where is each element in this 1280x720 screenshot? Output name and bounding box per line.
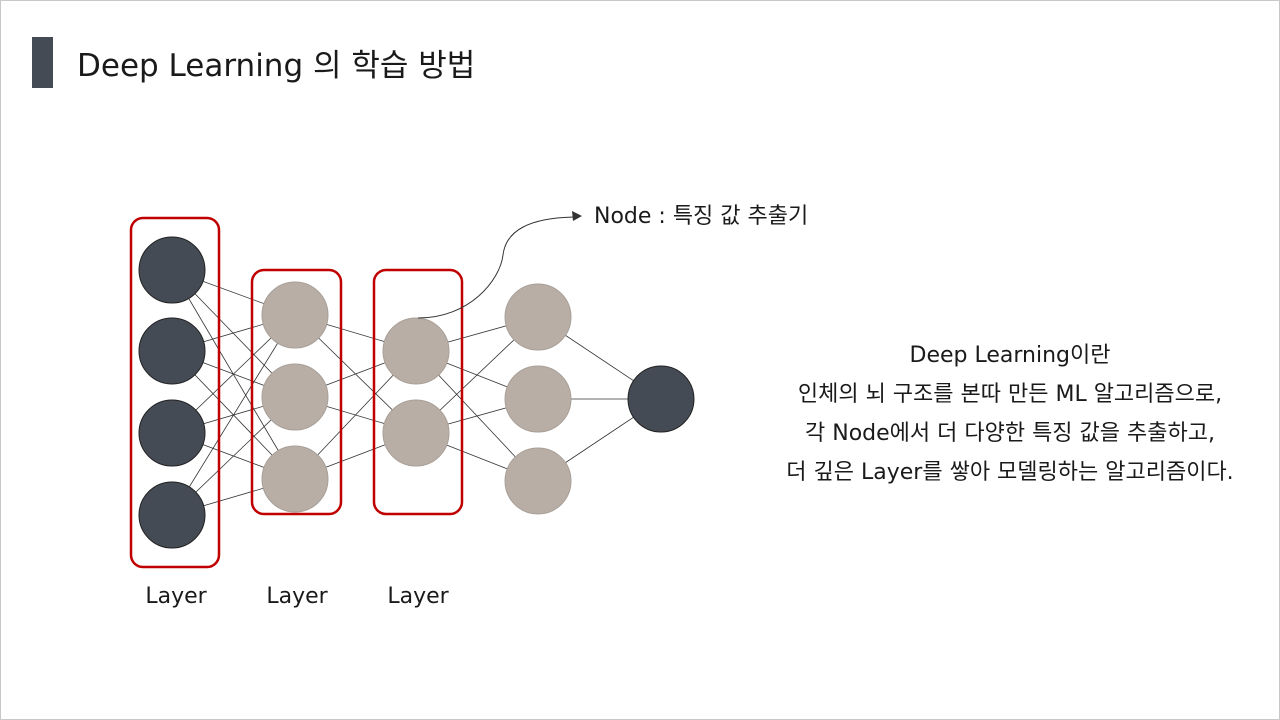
node-annotation-arrow [417, 216, 575, 319]
hidden-node [382, 399, 450, 467]
network-nodes [138, 236, 695, 549]
title-accent-bar [32, 37, 53, 88]
layer-box-2 [250, 268, 343, 516]
network-edges [171, 269, 662, 516]
description-text: Deep Learning이란 인체의 뇌 구조를 본따 만든 ML 알고리즘으… [740, 336, 1280, 492]
hidden-node [261, 445, 329, 513]
layer-box-1 [129, 216, 221, 569]
output-node [627, 365, 695, 433]
description-line-2: 인체의 뇌 구조를 본따 만든 ML 알고리즘으로, [797, 382, 1223, 407]
hidden-node [261, 363, 329, 431]
description-line-4: 더 깊은 Layer를 쌓아 모델링하는 알고리즘이다. [786, 460, 1234, 485]
input-node [138, 481, 206, 549]
hidden-node [504, 365, 572, 433]
layer-label-3: Layer [387, 584, 449, 609]
node-annotation-label: Node : 특징 값 추출기 [594, 204, 809, 229]
page-title: Deep Learning 의 학습 방법 [77, 48, 476, 84]
hidden-node [382, 317, 450, 385]
input-node [138, 399, 206, 467]
layer-label-2: Layer [266, 584, 328, 609]
input-node [138, 236, 206, 304]
hidden-node [504, 447, 572, 515]
hidden-node [261, 281, 329, 349]
hidden-node [504, 283, 572, 351]
layer-box-3 [372, 268, 464, 516]
network-edge [171, 314, 296, 516]
description-line-1: Deep Learning이란 [909, 343, 1111, 368]
input-node [138, 317, 206, 385]
arrow-head-icon [572, 211, 582, 221]
description-line-3: 각 Node에서 더 다양한 특징 값을 추출하고, [805, 421, 1215, 446]
layer-label-1: Layer [145, 584, 207, 609]
